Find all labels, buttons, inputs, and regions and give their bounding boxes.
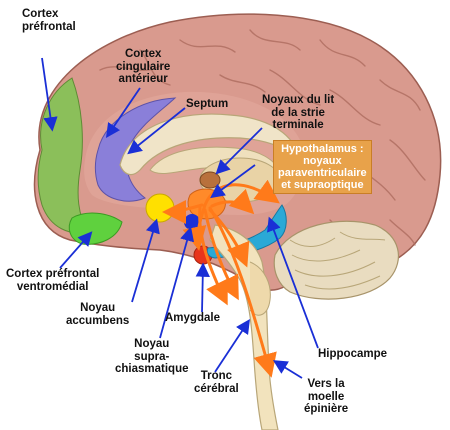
label-line: antérieur [118, 73, 168, 85]
hippocampus-region [206, 204, 287, 259]
label-line: Vers la [307, 378, 345, 390]
label-line: Hypothalamus : [281, 143, 364, 155]
label-noyau-suprachiasmatique: Noyau supra- chiasmatique [115, 338, 189, 376]
label-line: Cortex [124, 48, 162, 60]
cerebellum-folia [289, 231, 386, 290]
label-line: Tronc [200, 370, 233, 382]
label-amygdale: Amygdale [165, 312, 220, 325]
label-line: Septum [186, 98, 229, 110]
label-line: supra- [134, 350, 170, 363]
label-line: Cortex préfrontal [6, 268, 100, 280]
label-line: Cortex [22, 8, 59, 20]
label-line: paraventriculaire [278, 167, 367, 179]
stria-terminalis-region [199, 171, 221, 189]
blue-pointers [41, 57, 319, 379]
label-cortex-ventromedial: Cortex préfrontal ventromédial [6, 268, 99, 293]
label-line: accumbens [66, 314, 130, 327]
label-hypothalamus: Hypothalamus : noyaux paraventriculaire … [273, 140, 372, 194]
label-line: cingulaire [116, 60, 171, 73]
label-hippocampe: Hippocampe [318, 348, 387, 361]
label-line: Amygdale [165, 312, 220, 324]
label-tronc-cerebral: Tronc cérébral [194, 370, 239, 395]
label-line: chiasmatique [115, 363, 189, 375]
label-cortex-prefrontal: Cortex préfrontal [22, 8, 76, 33]
label-cortex-cingulaire: Cortex cingulaire antérieur [116, 48, 170, 86]
label-line: Noyaux du lit [262, 94, 335, 106]
label-line: préfrontal [22, 20, 76, 33]
label-line: de la strie [271, 106, 325, 119]
label-line: terminale [272, 119, 324, 131]
label-vers-moelle: Vers la moelle épinière [304, 378, 348, 416]
label-line: Noyau [80, 302, 116, 314]
label-line: Noyau [134, 338, 170, 350]
label-line: Hippocampe [318, 348, 388, 360]
label-line: moelle [307, 390, 345, 403]
cerebellum-shape [273, 220, 399, 300]
label-line: et supraoptique [281, 179, 364, 191]
label-line: ventromédial [16, 280, 89, 293]
orange-pathways [162, 179, 280, 378]
label-line: épinière [304, 403, 349, 415]
label-noyaux-lit-strie: Noyaux du lit de la strie terminale [262, 94, 334, 132]
accumbens-region [145, 193, 175, 223]
label-septum: Septum [186, 98, 228, 111]
label-line: noyaux [303, 155, 342, 167]
label-line: cérébral [194, 382, 239, 395]
label-noyau-accumbens: Noyau accumbens [66, 302, 129, 327]
